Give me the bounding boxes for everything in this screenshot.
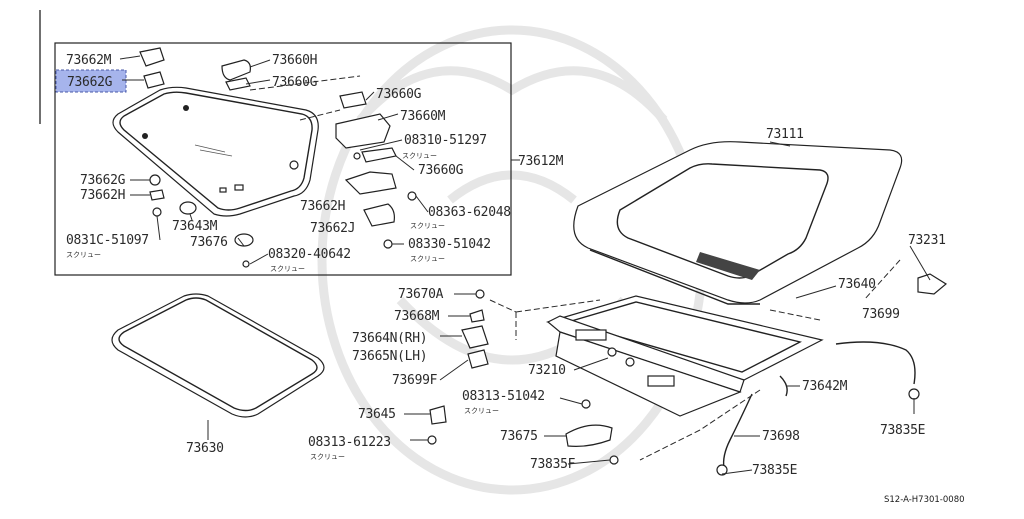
label-73662J[interactable]: 73662J bbox=[310, 221, 355, 236]
label-73612M[interactable]: 73612M bbox=[518, 154, 564, 169]
clip-73835F bbox=[609, 455, 619, 465]
sunroof-frame-73210 bbox=[545, 295, 824, 417]
label-73835F[interactable]: 73835F bbox=[530, 457, 576, 472]
screw-08363 bbox=[407, 191, 417, 201]
handle-73675 bbox=[565, 424, 613, 447]
label-73668M[interactable]: 73668M bbox=[394, 309, 440, 324]
label-73662G-2[interactable]: 73662G bbox=[80, 173, 126, 188]
label-73670A[interactable]: 73670A bbox=[398, 287, 444, 302]
screw-note-2: スクリュー bbox=[410, 222, 445, 230]
label-73699F[interactable]: 73699F bbox=[392, 373, 438, 388]
latch-73660M bbox=[335, 113, 391, 149]
inset-leaders bbox=[119, 55, 520, 265]
label-0831C-51097[interactable]: 0831C-51097 bbox=[66, 233, 149, 248]
roof-panel-73111 bbox=[573, 141, 903, 305]
nut-73676 bbox=[234, 233, 254, 247]
bracket-73231 bbox=[917, 273, 948, 295]
screw-note-1: スクリュー bbox=[402, 152, 437, 160]
drain-hose-73699 bbox=[835, 341, 916, 385]
label-73660H[interactable]: 73660H bbox=[272, 53, 317, 68]
label-08363-62048[interactable]: 08363-62048 bbox=[428, 205, 511, 220]
screw-0831C bbox=[152, 207, 162, 217]
bracket-73660G bbox=[339, 91, 367, 109]
label-73664N-rh[interactable]: 73664N(RH) bbox=[352, 331, 428, 346]
label-73210[interactable]: 73210 bbox=[528, 363, 566, 378]
clip-73662H bbox=[149, 189, 165, 201]
label-08330-51042[interactable]: 08330-51042 bbox=[408, 237, 491, 252]
footer-code: S12-A-H7301-0080 bbox=[884, 495, 965, 505]
pad-73662G bbox=[143, 71, 165, 89]
screw-08313-61223 bbox=[427, 435, 437, 445]
label-73665N-lh[interactable]: 73665N(LH) bbox=[352, 349, 428, 364]
clip-73668M bbox=[469, 309, 485, 323]
bushing-73643M bbox=[179, 201, 197, 215]
main-dashed-leaders bbox=[489, 259, 901, 461]
label-73662H-3[interactable]: 73662H bbox=[300, 199, 345, 214]
screw-08313-51042 bbox=[581, 399, 591, 409]
base-73660G bbox=[225, 77, 251, 91]
pad-73662M bbox=[139, 47, 165, 67]
label-73660G-b[interactable]: 73660G bbox=[376, 87, 422, 102]
bracket-73660G-lower bbox=[361, 147, 397, 163]
label-73645[interactable]: 73645 bbox=[358, 407, 396, 422]
drain-hose-73698 bbox=[722, 393, 753, 469]
glass-panel-73643 bbox=[112, 86, 319, 217]
label-73835E-right[interactable]: 73835E bbox=[880, 423, 925, 438]
screw-08310 bbox=[353, 152, 361, 160]
label-73111[interactable]: 73111 bbox=[766, 127, 804, 142]
label-73660G-c[interactable]: 73660G bbox=[418, 163, 464, 178]
screw-note-3: スクリュー bbox=[66, 251, 101, 259]
label-73699[interactable]: 73699 bbox=[862, 307, 900, 322]
inset-dashed-leaders bbox=[249, 75, 361, 121]
guide-73664N bbox=[461, 325, 489, 349]
screw-note-5: スクリュー bbox=[270, 265, 305, 273]
label-73231[interactable]: 73231 bbox=[908, 233, 946, 248]
label-73660G-a[interactable]: 73660G bbox=[272, 75, 318, 90]
label-73643M[interactable]: 73643M bbox=[172, 219, 218, 234]
washer-73662G bbox=[149, 174, 161, 186]
screw-note-6: スクリュー bbox=[464, 407, 499, 415]
label-73662H-2[interactable]: 73662H bbox=[80, 188, 125, 203]
label-73630[interactable]: 73630 bbox=[186, 441, 224, 456]
label-08313-61223[interactable]: 08313-61223 bbox=[308, 435, 391, 450]
selected-part-highlight[interactable] bbox=[55, 69, 127, 93]
clip-73835E-right bbox=[908, 388, 920, 400]
screw-08330 bbox=[383, 239, 393, 249]
main-leaders bbox=[207, 141, 931, 475]
screw-note-4: スクリュー bbox=[410, 255, 445, 263]
label-08320-40642[interactable]: 08320-40642 bbox=[268, 247, 351, 262]
label-73698[interactable]: 73698 bbox=[762, 429, 800, 444]
hinge-73662H bbox=[344, 171, 397, 195]
seal-73630 bbox=[111, 293, 325, 418]
label-73675[interactable]: 73675 bbox=[500, 429, 538, 444]
screw-note-7: スクリュー bbox=[310, 453, 345, 461]
handle-73660H bbox=[221, 59, 251, 81]
clip-73699F bbox=[467, 349, 489, 369]
label-73642M[interactable]: 73642M bbox=[802, 379, 848, 394]
label-73662M[interactable]: 73662M bbox=[66, 53, 112, 68]
inset-frame bbox=[54, 42, 512, 276]
label-73660M[interactable]: 73660M bbox=[400, 109, 446, 124]
label-08313-51042[interactable]: 08313-51042 bbox=[462, 389, 545, 404]
label-73640[interactable]: 73640 bbox=[838, 277, 876, 292]
clip-73662J bbox=[363, 203, 395, 227]
stop-73645 bbox=[429, 405, 447, 425]
label-73662G-selected[interactable]: 73662G bbox=[67, 75, 113, 90]
screw-73670A bbox=[475, 289, 485, 299]
label-73676[interactable]: 73676 bbox=[190, 235, 228, 250]
label-73835E-bottom[interactable]: 73835E bbox=[752, 463, 797, 478]
screw-08320 bbox=[242, 260, 250, 268]
label-08310-51297[interactable]: 08310-51297 bbox=[404, 133, 487, 148]
clip-73835E-bottom bbox=[716, 464, 728, 476]
